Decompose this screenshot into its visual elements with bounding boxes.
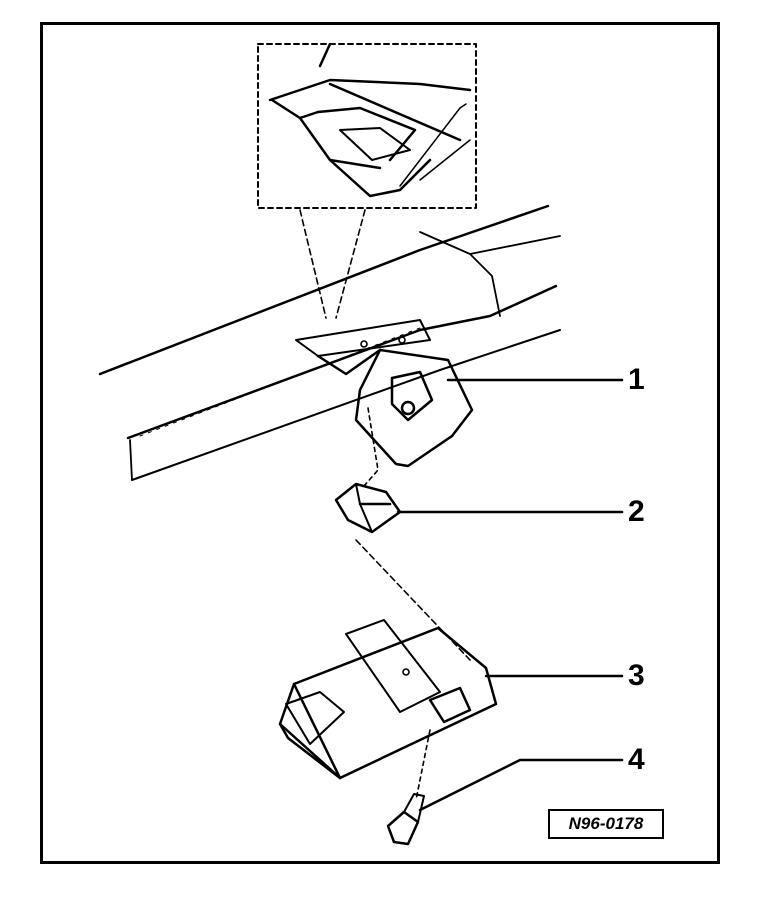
lamp-housing	[278, 539, 498, 780]
detail-inset	[257, 42, 477, 209]
callout-1: 1	[628, 363, 645, 396]
diagram-frame	[40, 22, 720, 864]
callout-leaders	[396, 378, 624, 812]
inset-leader-lines	[299, 209, 366, 319]
mounting-bracket	[295, 319, 474, 468]
callout-3: 3	[628, 659, 645, 692]
callout-4: 4	[628, 743, 645, 776]
callout-2: 2	[628, 495, 645, 528]
clip-nut	[334, 407, 402, 534]
cross-rail	[98, 204, 561, 481]
screw	[386, 729, 431, 846]
figure-reference-code: N96-0178	[548, 809, 664, 839]
